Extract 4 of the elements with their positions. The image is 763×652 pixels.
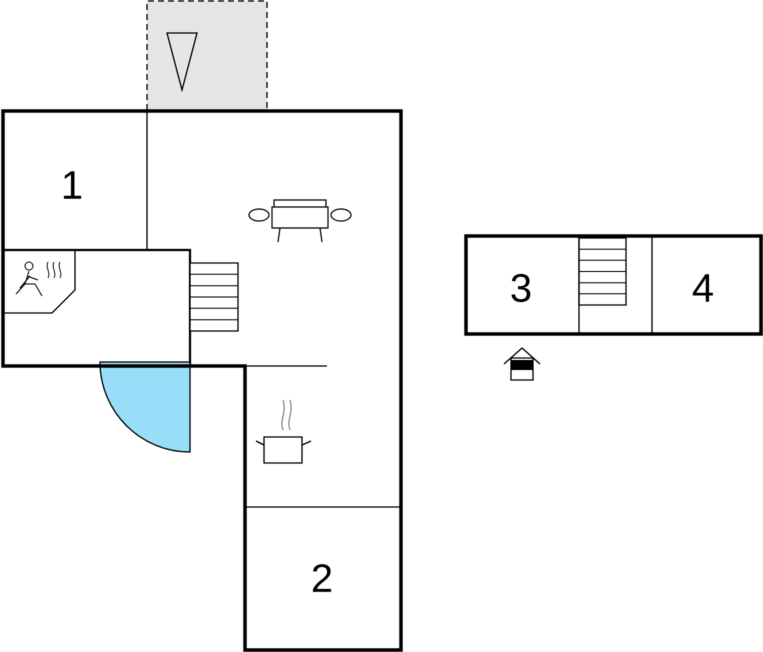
room-number: 4 [692, 274, 713, 302]
room-number: 3 [511, 274, 530, 302]
room-number: 2 [312, 564, 332, 592]
room-number: 1 [64, 171, 82, 199]
